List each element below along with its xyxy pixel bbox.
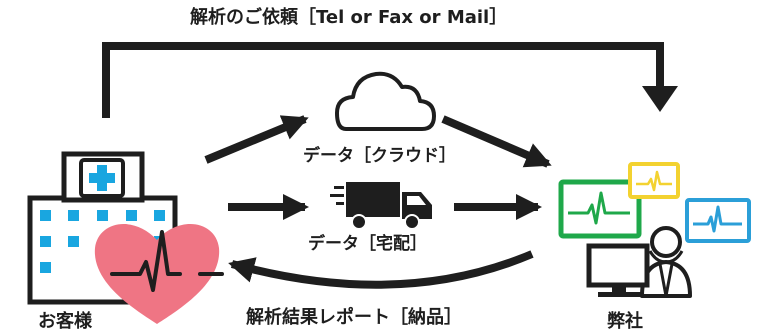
cloud-download-arrow bbox=[441, 115, 552, 168]
request-arrow bbox=[102, 42, 678, 118]
ecg-monitor-yellow-icon bbox=[628, 162, 680, 199]
customer-label: お客様 bbox=[38, 311, 92, 332]
cloud-upload-arrow bbox=[204, 115, 309, 164]
delivery-truck-icon bbox=[330, 182, 432, 230]
ecg-monitor-blue-icon bbox=[685, 198, 751, 243]
heart-ecg-icon bbox=[94, 224, 224, 324]
request-flow-label: 解析のご依頼［Tel or Fax or Mail］ bbox=[190, 7, 508, 28]
data-delivery-label: データ［宅配］ bbox=[308, 234, 427, 254]
analyst-at-computer-icon bbox=[586, 226, 692, 298]
report-flow-label: 解析結果レポート［納品］ bbox=[246, 307, 462, 328]
company-label: 弊社 bbox=[607, 311, 643, 332]
data-cloud-label: データ［クラウド］ bbox=[303, 146, 456, 166]
report-return-arrow bbox=[228, 250, 534, 289]
cloud-icon bbox=[335, 71, 436, 131]
ecg-monitor-green-icon bbox=[558, 179, 642, 239]
